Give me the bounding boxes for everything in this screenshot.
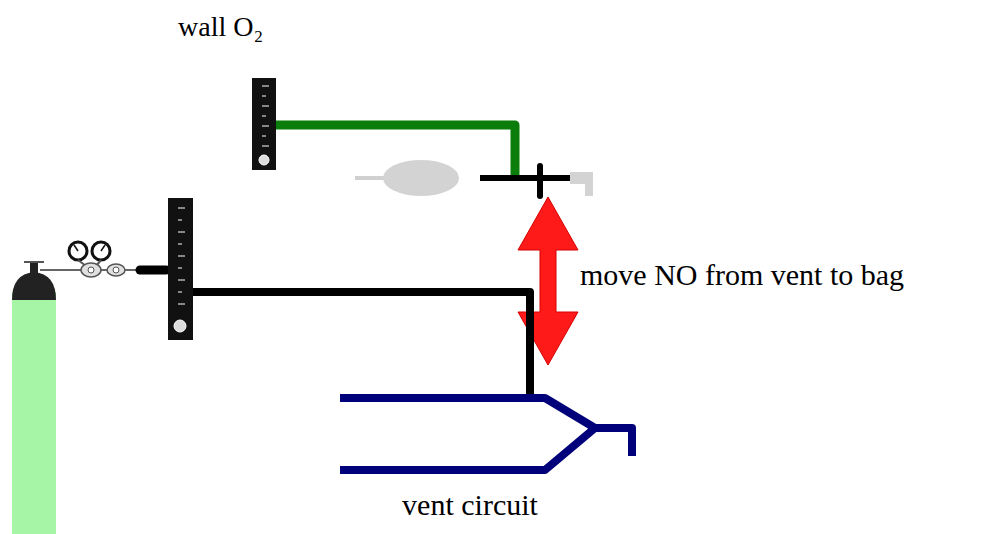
- regulator-outlet: [140, 266, 166, 275]
- tick-mark: [262, 86, 269, 87]
- tick-mark: [262, 116, 266, 117]
- tick-mark: [262, 106, 269, 107]
- tick-mark: [178, 280, 185, 281]
- bag-port: [537, 166, 543, 196]
- flowmeter-ticks: [178, 208, 185, 304]
- cylinder-valve: [30, 262, 38, 274]
- resuscitation-bag: [383, 160, 459, 196]
- cylinder-top: [12, 272, 56, 300]
- tick-mark: [178, 304, 185, 305]
- regulator-body: [81, 263, 101, 277]
- tick-mark: [262, 136, 266, 137]
- wall-flowmeter: [252, 78, 276, 170]
- flowmeter-ticks: [262, 86, 269, 146]
- valve-handle: [24, 261, 44, 263]
- tick-mark: [262, 126, 269, 127]
- bag-tubing: [480, 175, 572, 181]
- tick-mark: [178, 292, 182, 293]
- tick-mark: [178, 256, 185, 257]
- regulator-knob: [113, 267, 119, 273]
- regulator-body: [107, 264, 125, 276]
- source-label: wall O₂: [178, 12, 263, 43]
- vent-circuit: [340, 398, 632, 470]
- tick-mark: [262, 146, 269, 147]
- tick-mark: [178, 208, 185, 209]
- no-tubing: [193, 292, 530, 396]
- no-flowmeter: [168, 198, 193, 340]
- bag-elbow: [570, 172, 593, 196]
- pressure-gauge: [92, 242, 110, 260]
- action-label: move NO from vent to bag: [580, 258, 904, 291]
- tick-mark: [178, 244, 182, 245]
- gauge-needle: [74, 245, 78, 251]
- tick-mark: [178, 232, 185, 233]
- gas-cylinder: [12, 292, 56, 534]
- tick-mark: [178, 220, 182, 221]
- tick-mark: [262, 96, 266, 97]
- tick-mark: [178, 268, 182, 269]
- part-label: vent circuit: [402, 488, 538, 521]
- gauge-needle: [101, 245, 105, 251]
- regulator-knob: [88, 267, 94, 273]
- bag-tail: [355, 176, 385, 180]
- flowmeter-float: [174, 320, 186, 332]
- pressure-gauge: [69, 242, 87, 260]
- flowmeter-float: [259, 155, 269, 165]
